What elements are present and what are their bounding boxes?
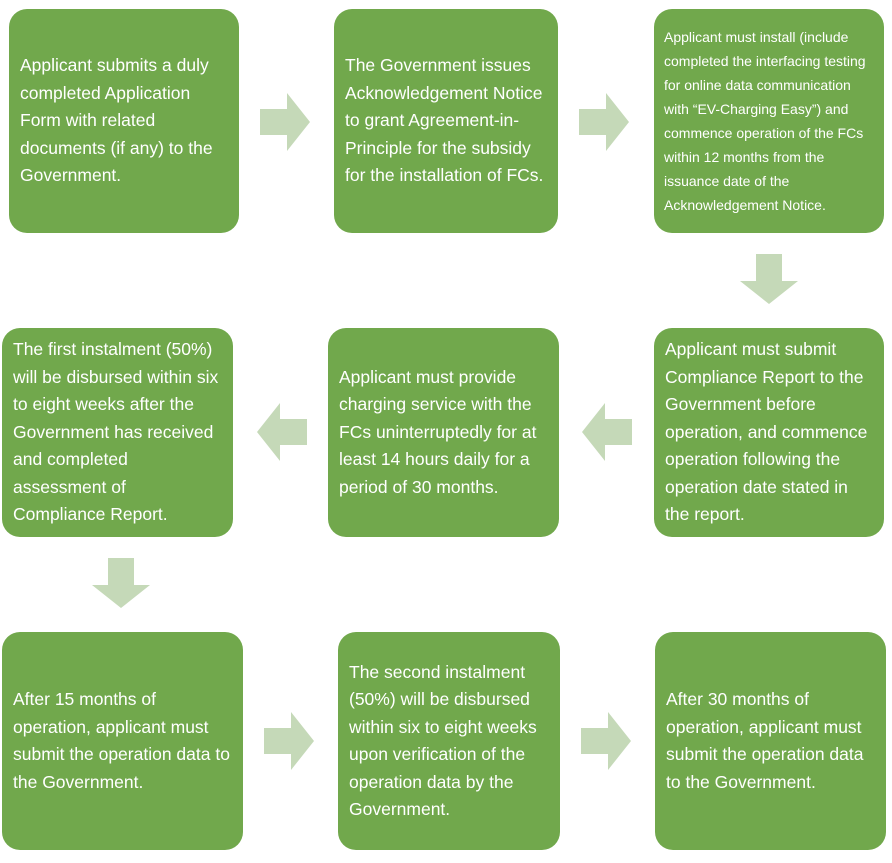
step-4-text: Applicant must submit Compliance Report … [665,339,868,525]
step-8-text: The second instalment (50%) will be disb… [349,661,537,820]
arrow-right-icon [581,712,631,770]
arrow-left-icon [257,403,307,461]
step-9-box: After 30 months of operation, applicant … [655,632,886,850]
step-7-text: After 15 months of operation, applicant … [13,689,230,792]
step-2-text: The Government issues Acknowledgement No… [345,55,544,186]
step-6-box: The first instalment (50%) will be disbu… [2,328,233,537]
step-6-text: The first instalment (50%) will be disbu… [13,339,219,525]
arrow-down-icon [740,254,798,304]
step-3-text: Applicant must install (include complete… [664,29,866,213]
step-2-box: The Government issues Acknowledgement No… [334,9,558,233]
step-5-box: Applicant must provide charging service … [328,328,559,537]
arrow-down-icon [92,558,150,608]
arrow-right-icon [264,712,314,770]
arrow-right-icon [260,93,310,151]
step-7-box: After 15 months of operation, applicant … [2,632,243,850]
arrow-right-icon [579,93,629,151]
step-3-box: Applicant must install (include complete… [654,9,884,233]
step-9-text: After 30 months of operation, applicant … [666,689,864,792]
step-1-box: Applicant submits a duly completed Appli… [9,9,239,233]
arrow-left-icon [582,403,632,461]
step-4-box: Applicant must submit Compliance Report … [654,328,884,537]
step-8-box: The second instalment (50%) will be disb… [338,632,560,850]
step-5-text: Applicant must provide charging service … [339,366,537,497]
step-1-text: Applicant submits a duly completed Appli… [20,55,213,186]
